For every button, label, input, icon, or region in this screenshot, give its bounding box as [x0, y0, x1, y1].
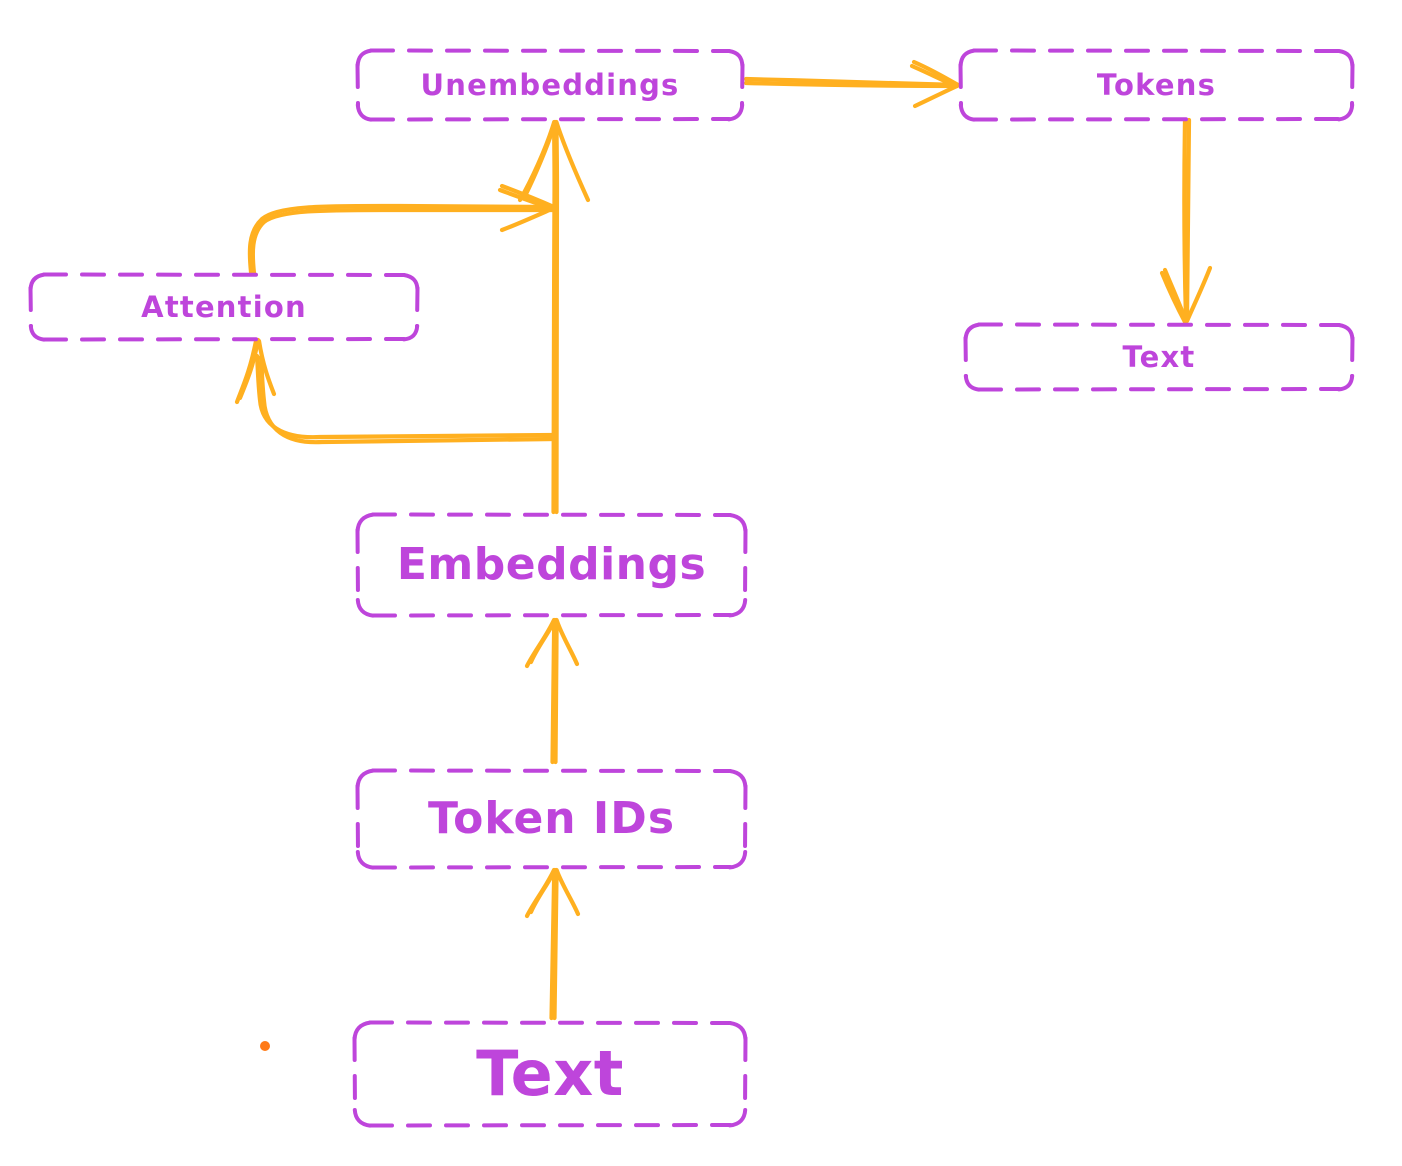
edge-attention-to-residual — [247, 183, 557, 276]
node-text-right[interactable]: Text — [963, 322, 1355, 392]
node-label-attention: Attention — [141, 289, 307, 324]
node-label-tokens: Tokens — [1096, 67, 1217, 102]
edge-embeddings-to-unembeddings — [517, 119, 591, 515]
edge-token-ids-to-embeddings — [524, 617, 580, 765]
node-tokens[interactable]: Tokens — [958, 48, 1355, 122]
node-label-text-bottom: Text — [476, 1037, 624, 1110]
node-token-ids[interactable]: Token IDs — [355, 768, 748, 870]
node-text-bottom[interactable]: Text — [352, 1020, 748, 1128]
node-label-text-right: Text — [1122, 339, 1196, 374]
node-embeddings[interactable]: Embeddings — [355, 512, 748, 618]
node-label-embeddings: Embeddings — [396, 539, 707, 590]
node-label-token-ids: Token IDs — [427, 793, 676, 844]
stray-dot-mark — [260, 1041, 270, 1051]
edge-tokens-to-text — [1159, 117, 1213, 325]
node-label-unembeddings: Unembeddings — [420, 67, 680, 102]
node-unembeddings[interactable]: Unembeddings — [355, 48, 745, 122]
edge-unembeddings-to-tokens — [743, 59, 961, 109]
edge-residual-to-attention — [234, 337, 557, 445]
node-attention[interactable]: Attention — [28, 272, 420, 342]
edge-text-to-token-ids — [524, 867, 581, 1021]
